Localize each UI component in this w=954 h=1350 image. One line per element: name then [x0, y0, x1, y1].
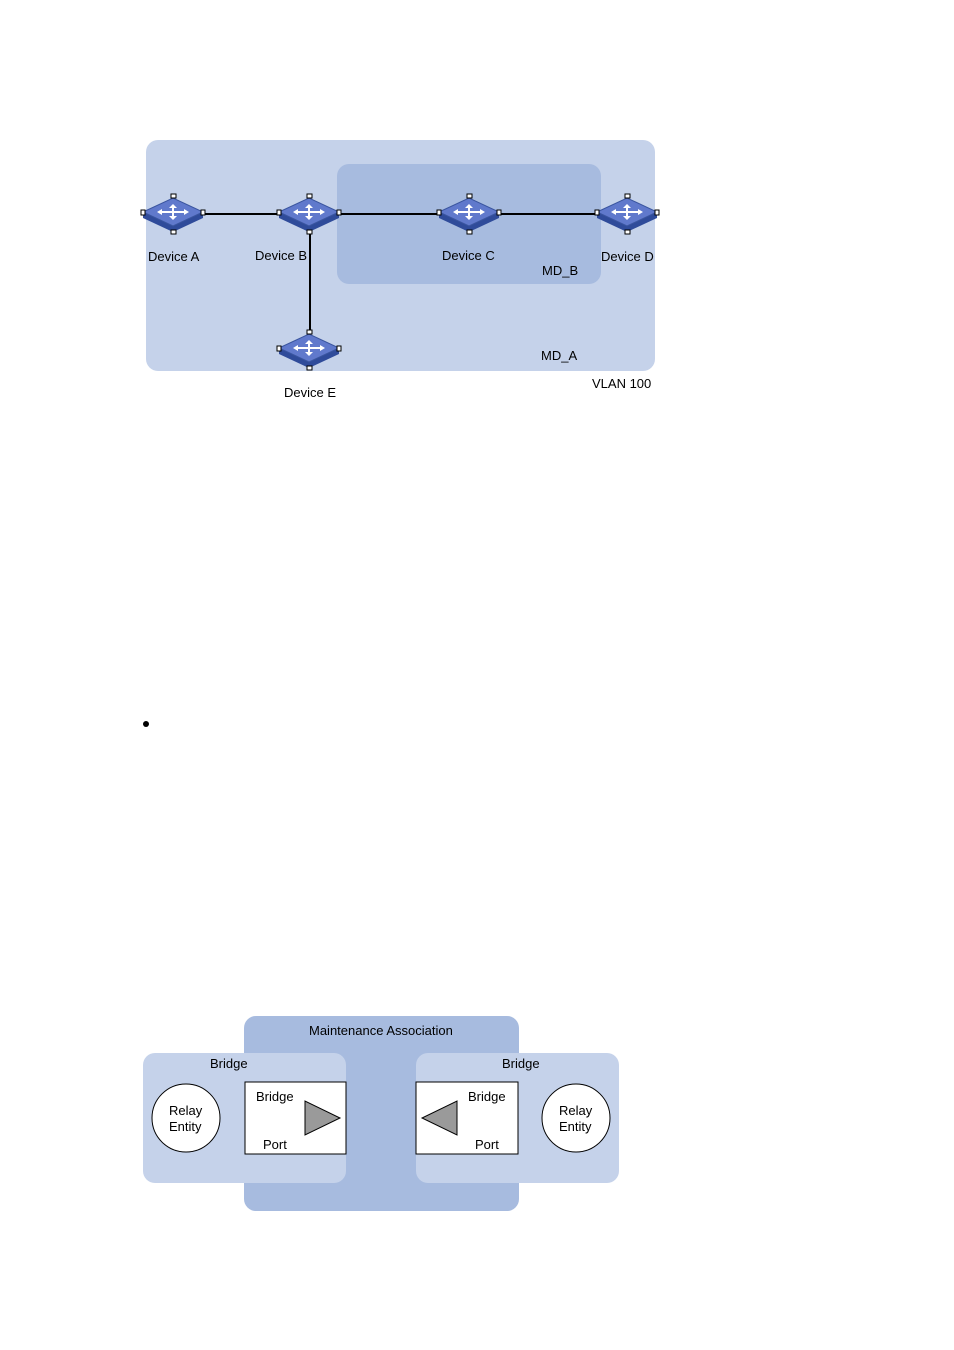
- right-bridge-port-box: [415, 1081, 519, 1155]
- bullet-point: [143, 721, 149, 727]
- right-relay-entity-circle: [541, 1083, 611, 1153]
- left-bridge-title: Bridge: [210, 1056, 248, 1071]
- right-port-bottom-label: Port: [475, 1137, 499, 1152]
- left-relay-line1: Relay: [169, 1103, 203, 1118]
- left-mep-triangle-icon: [304, 1100, 342, 1136]
- device-d-label: Device D: [601, 249, 654, 264]
- right-mep-triangle-icon: [420, 1100, 458, 1136]
- device-c-label: Device C: [442, 248, 495, 263]
- left-port-top-label: Bridge: [256, 1089, 294, 1104]
- right-relay-line2: Entity: [559, 1119, 592, 1134]
- device-b-label: Device B: [255, 248, 308, 263]
- device-e-label: Device E: [284, 385, 337, 400]
- right-relay-line1: Relay: [559, 1103, 593, 1118]
- left-relay-line2: Entity: [169, 1119, 202, 1134]
- md-a-label: MD_A: [541, 348, 578, 363]
- vlan-label: VLAN 100: [592, 376, 652, 391]
- device-a-label: Device A: [148, 249, 200, 264]
- right-port-top-label: Bridge: [468, 1089, 506, 1104]
- links: [203, 213, 598, 330]
- left-relay-entity-circle: [151, 1083, 221, 1153]
- left-port-bottom-label: Port: [263, 1137, 287, 1152]
- ma-label: Maintenance Association: [309, 1023, 453, 1038]
- ma-diagram: [143, 1016, 619, 1211]
- right-bridge-title: Bridge: [502, 1056, 540, 1071]
- topology-diagram: [140, 140, 660, 371]
- md-b-label: MD_B: [542, 263, 579, 278]
